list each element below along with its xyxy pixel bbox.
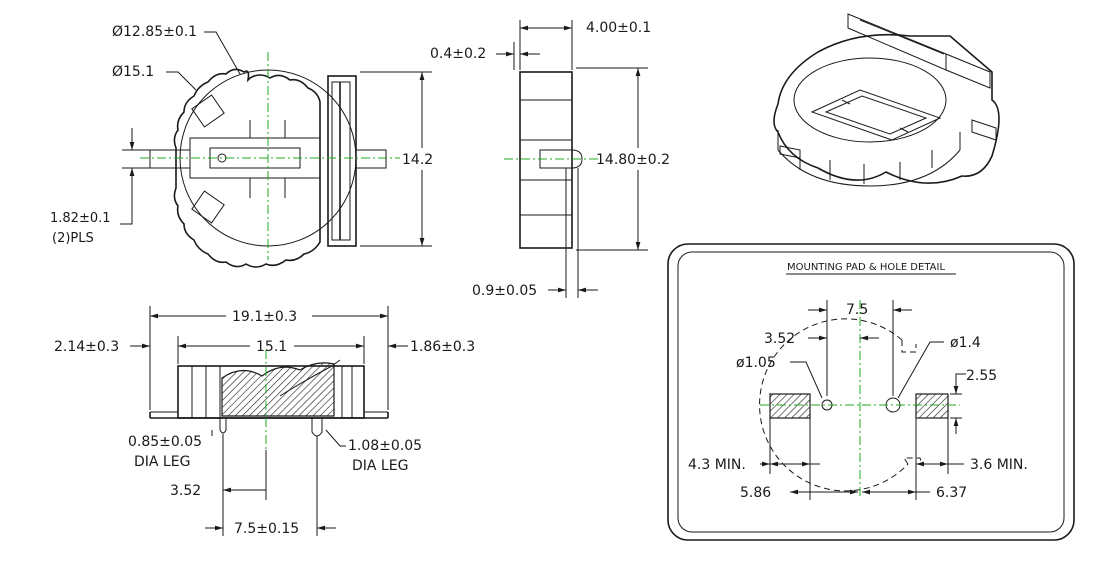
top-view-dia-body: Ø15.1 xyxy=(112,64,154,80)
pad-detail-inner-frame xyxy=(677,251,1065,533)
front-view-leg-right-1: 1.08±0.05 xyxy=(348,438,422,454)
iso-contact-top xyxy=(847,13,947,71)
side-view: 4.00±0.1 0.4±0.2 14.80±0.2 0.9±0.05 xyxy=(430,20,670,299)
pad-detail-min-right: 3.6 MIN. xyxy=(970,457,1028,473)
pad-detail-min-left: 4.3 MIN. xyxy=(688,457,746,473)
pad-detail-pad-height: 2.55 xyxy=(966,368,997,384)
front-view-ribs xyxy=(191,366,353,418)
pad-detail-outline-notch-bottom xyxy=(903,457,923,465)
pad-detail-hole-large-leader xyxy=(897,341,944,399)
top-view-wavy-outline xyxy=(173,68,321,268)
pad-detail-hole-large: ø1.4 xyxy=(950,335,981,351)
pad-detail-left-dist: 5.86 xyxy=(740,485,771,501)
front-view-pitch: 7.5±0.15 xyxy=(234,521,299,537)
top-view-dia-body-leader xyxy=(166,71,197,91)
pad-detail-height-leader xyxy=(955,373,966,378)
front-view-leg-right-leader xyxy=(325,429,346,447)
front-view-left-offset: 2.14±0.3 xyxy=(54,339,119,355)
pad-detail-title: MOUNTING PAD & HOLE DETAIL xyxy=(787,262,945,273)
iso-spring-detail xyxy=(824,95,928,135)
pad-detail-hole-small: ø1.05 xyxy=(736,355,776,371)
top-view-leg-leader xyxy=(120,190,133,225)
top-view-leg-label-1: 1.82±0.1 xyxy=(50,211,111,226)
top-view-right-leg xyxy=(355,149,387,169)
top-view-spring-plate xyxy=(189,137,321,179)
front-view-leg-right-2: DIA LEG xyxy=(352,458,408,474)
iso-leg-left xyxy=(779,145,801,159)
top-view-clip-upper xyxy=(191,94,225,128)
front-view-cut-section xyxy=(221,362,335,417)
side-view-body xyxy=(519,71,573,249)
pad-detail-hole-small-leader xyxy=(790,361,823,399)
side-view-offset: 0.4±0.2 xyxy=(430,46,486,62)
pad-detail-offset: 3.52 xyxy=(764,331,795,347)
iso-cup-rim xyxy=(793,57,947,143)
top-view-clip-lower xyxy=(191,190,225,224)
isometric-view xyxy=(773,13,1000,187)
iso-contact-edge xyxy=(847,14,945,55)
side-view-pin-tip xyxy=(571,149,583,169)
top-view-dia-outer: Ø12.85±0.1 xyxy=(112,24,197,40)
side-view-thickness: 4.00±0.1 xyxy=(586,20,651,36)
top-view-leg-label-2: (2)PLS xyxy=(52,231,94,246)
top-view-dia-outer-leader xyxy=(204,31,241,75)
iso-bottom-curve xyxy=(777,149,961,187)
side-view-height: 14.80±0.2 xyxy=(596,152,670,168)
pad-left xyxy=(769,393,811,419)
front-view-leg-left-1: 0.85±0.05 xyxy=(128,434,202,450)
iso-leg-right xyxy=(971,119,997,141)
top-view: Ø12.85±0.1 Ø15.1 14.2 1.82±0.1 (2)PLS xyxy=(50,24,433,268)
pad-detail-outline-notch xyxy=(901,340,917,353)
top-view-left-leg xyxy=(149,149,191,169)
iso-knurl-lines xyxy=(777,130,961,184)
front-view-legs xyxy=(219,418,323,437)
top-view-spring-detail xyxy=(209,120,301,198)
top-view-contact-inner xyxy=(331,81,351,241)
front-view-spring xyxy=(279,359,341,397)
front-view-leg-left-2: DIA LEG xyxy=(134,454,190,470)
pad-right xyxy=(915,393,949,419)
iso-contact-side xyxy=(945,53,991,89)
iso-body-outline xyxy=(773,33,1000,184)
front-view-right-offset: 1.86±0.3 xyxy=(410,339,475,355)
front-view: 19.1±0.3 15.1 2.14±0.3 1.86±0.3 0.85±0.0… xyxy=(54,306,475,537)
front-view-overall: 19.1±0.3 xyxy=(232,309,297,325)
front-view-pitch-small: 3.52 xyxy=(170,483,201,499)
pad-detail-outer-frame xyxy=(667,243,1075,541)
pad-detail-spacing: 7.5 xyxy=(846,302,868,318)
top-view-width: 14.2 xyxy=(402,152,433,168)
pad-detail-panel: MOUNTING PAD & HOLE DETAIL 7.5 3.52 ø1.0… xyxy=(667,243,1075,541)
pad-detail-right-dist: 6.37 xyxy=(936,485,967,501)
side-view-pin-width: 0.9±0.05 xyxy=(472,283,537,299)
front-view-inner: 15.1 xyxy=(256,339,287,355)
pad-detail-outline-circle xyxy=(759,318,909,492)
iso-spring-plate xyxy=(810,89,942,141)
